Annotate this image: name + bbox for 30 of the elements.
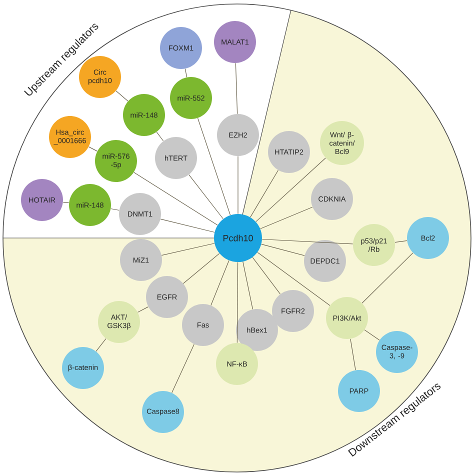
connector-line [184, 68, 188, 78]
connector-line [364, 330, 380, 340]
connector-line [160, 218, 215, 233]
connector-line [235, 62, 238, 114]
connector-line [110, 208, 120, 211]
connector-line [236, 262, 238, 344]
connector-line [252, 257, 281, 294]
connector-line [257, 252, 330, 306]
connector-line [262, 238, 354, 244]
connector-line [116, 90, 128, 102]
connector-line [188, 174, 224, 220]
connector-line [172, 344, 194, 394]
connector-line [210, 260, 230, 306]
connector-line [96, 338, 106, 352]
connector-line [242, 261, 254, 310]
connector-line [260, 206, 313, 230]
connector-line [197, 118, 231, 216]
connector-line [183, 253, 220, 284]
connector-line [62, 202, 70, 204]
connector-line [156, 132, 164, 142]
connector-line [250, 170, 278, 218]
connector-line [256, 158, 326, 222]
connector-line [134, 172, 218, 226]
connector-line [394, 240, 408, 243]
connector-line [138, 306, 148, 312]
connector-line [88, 146, 98, 152]
connector-line [261, 244, 305, 256]
connector-line [362, 252, 414, 304]
connector-line [161, 243, 215, 256]
connector-line [350, 338, 356, 370]
